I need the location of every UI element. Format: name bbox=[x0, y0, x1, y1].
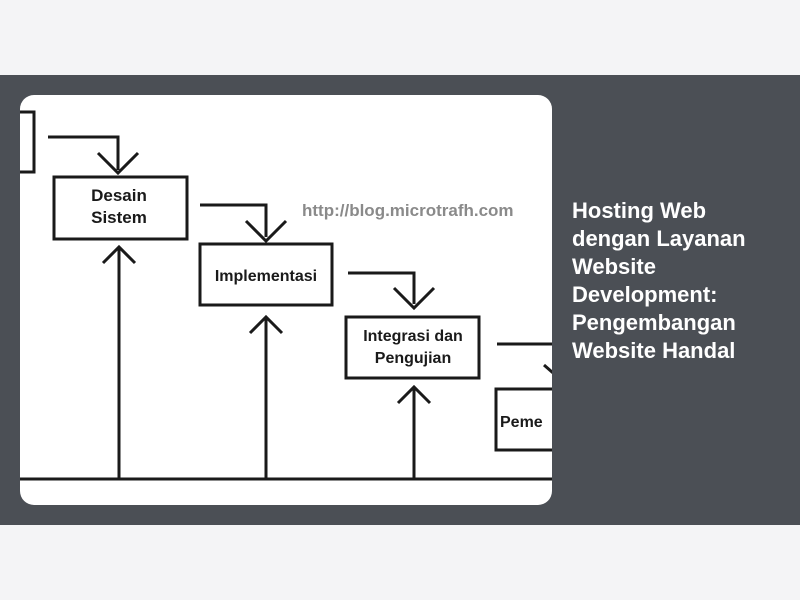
step-label: Pengujian bbox=[375, 350, 451, 367]
step-arrow bbox=[200, 203, 288, 244]
feedback-arrow bbox=[248, 314, 284, 479]
step-box-pemeliharaan bbox=[494, 387, 552, 452]
step-label: Sistem bbox=[91, 208, 147, 227]
step-label: Implementasi bbox=[215, 268, 317, 285]
feedback-arrow bbox=[396, 384, 432, 479]
diagram-watermark: http://blog.microtrafh.com bbox=[302, 201, 514, 220]
step-box-desain-sistem bbox=[52, 175, 189, 241]
step-label: Desain bbox=[91, 186, 147, 205]
previous-step-box bbox=[20, 110, 36, 174]
waterfall-diagram: Desain Sistem http://blog.microtrafh.com… bbox=[20, 110, 552, 481]
featured-post-image[interactable]: Desain Sistem http://blog.microtrafh.com… bbox=[20, 95, 552, 505]
step-box-integrasi-pengujian bbox=[344, 315, 481, 380]
step-label: Integrasi dan bbox=[363, 328, 463, 345]
step-label: Peme bbox=[500, 414, 543, 431]
feedback-arrow bbox=[101, 244, 137, 479]
step-box-implementasi bbox=[198, 242, 334, 307]
step-arrow bbox=[497, 342, 552, 374]
featured-post-band: Desain Sistem http://blog.microtrafh.com… bbox=[0, 75, 800, 525]
step-arrow bbox=[48, 135, 140, 176]
featured-post-title[interactable]: Hosting Web dengan Layanan Website Devel… bbox=[572, 198, 746, 363]
step-arrow bbox=[348, 271, 436, 311]
